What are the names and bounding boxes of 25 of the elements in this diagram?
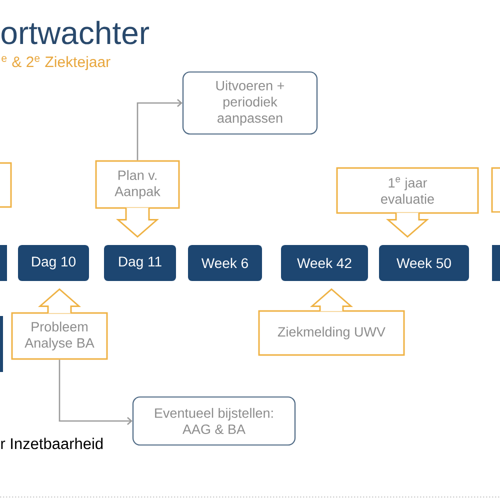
milestone-box: Dag 11 [104,245,176,281]
callout-box: 1$^{e}$ jaar evaluatie [336,167,479,214]
milestone-box: Dag 10 [18,245,89,281]
milestone-box [0,316,3,372]
block-arrow [386,212,429,238]
connector-arrow [136,99,182,160]
milestone-box [492,245,500,281]
callout-box: Probleem Analyse BA [11,312,108,360]
milestone-box [0,245,7,281]
callout-box: Plan v. Aanpak [95,160,180,209]
callout-box [0,162,12,208]
title: ortwachter [2,20,150,44]
callout-box [491,167,500,213]
milestone-box: Week 42 [281,245,368,281]
subtitle: $^{e}$ & 2$^{e}$ Ziektejaar [2,56,110,70]
block-arrow [38,288,81,314]
block-arrow [116,207,159,238]
milestone-box: Week 6 [188,245,262,281]
connector-arrow [58,360,132,425]
callout-box: Ziekmelding UWV [258,310,405,356]
block-arrow [310,288,353,312]
note-text: r Inzetbaarheid [1,438,103,450]
action-box: Eventueel bijstellen: AAG & BA [132,396,296,446]
milestone-box: Week 50 [379,245,469,281]
action-box: Uitvoeren + periodiek aanpassen [182,71,318,135]
